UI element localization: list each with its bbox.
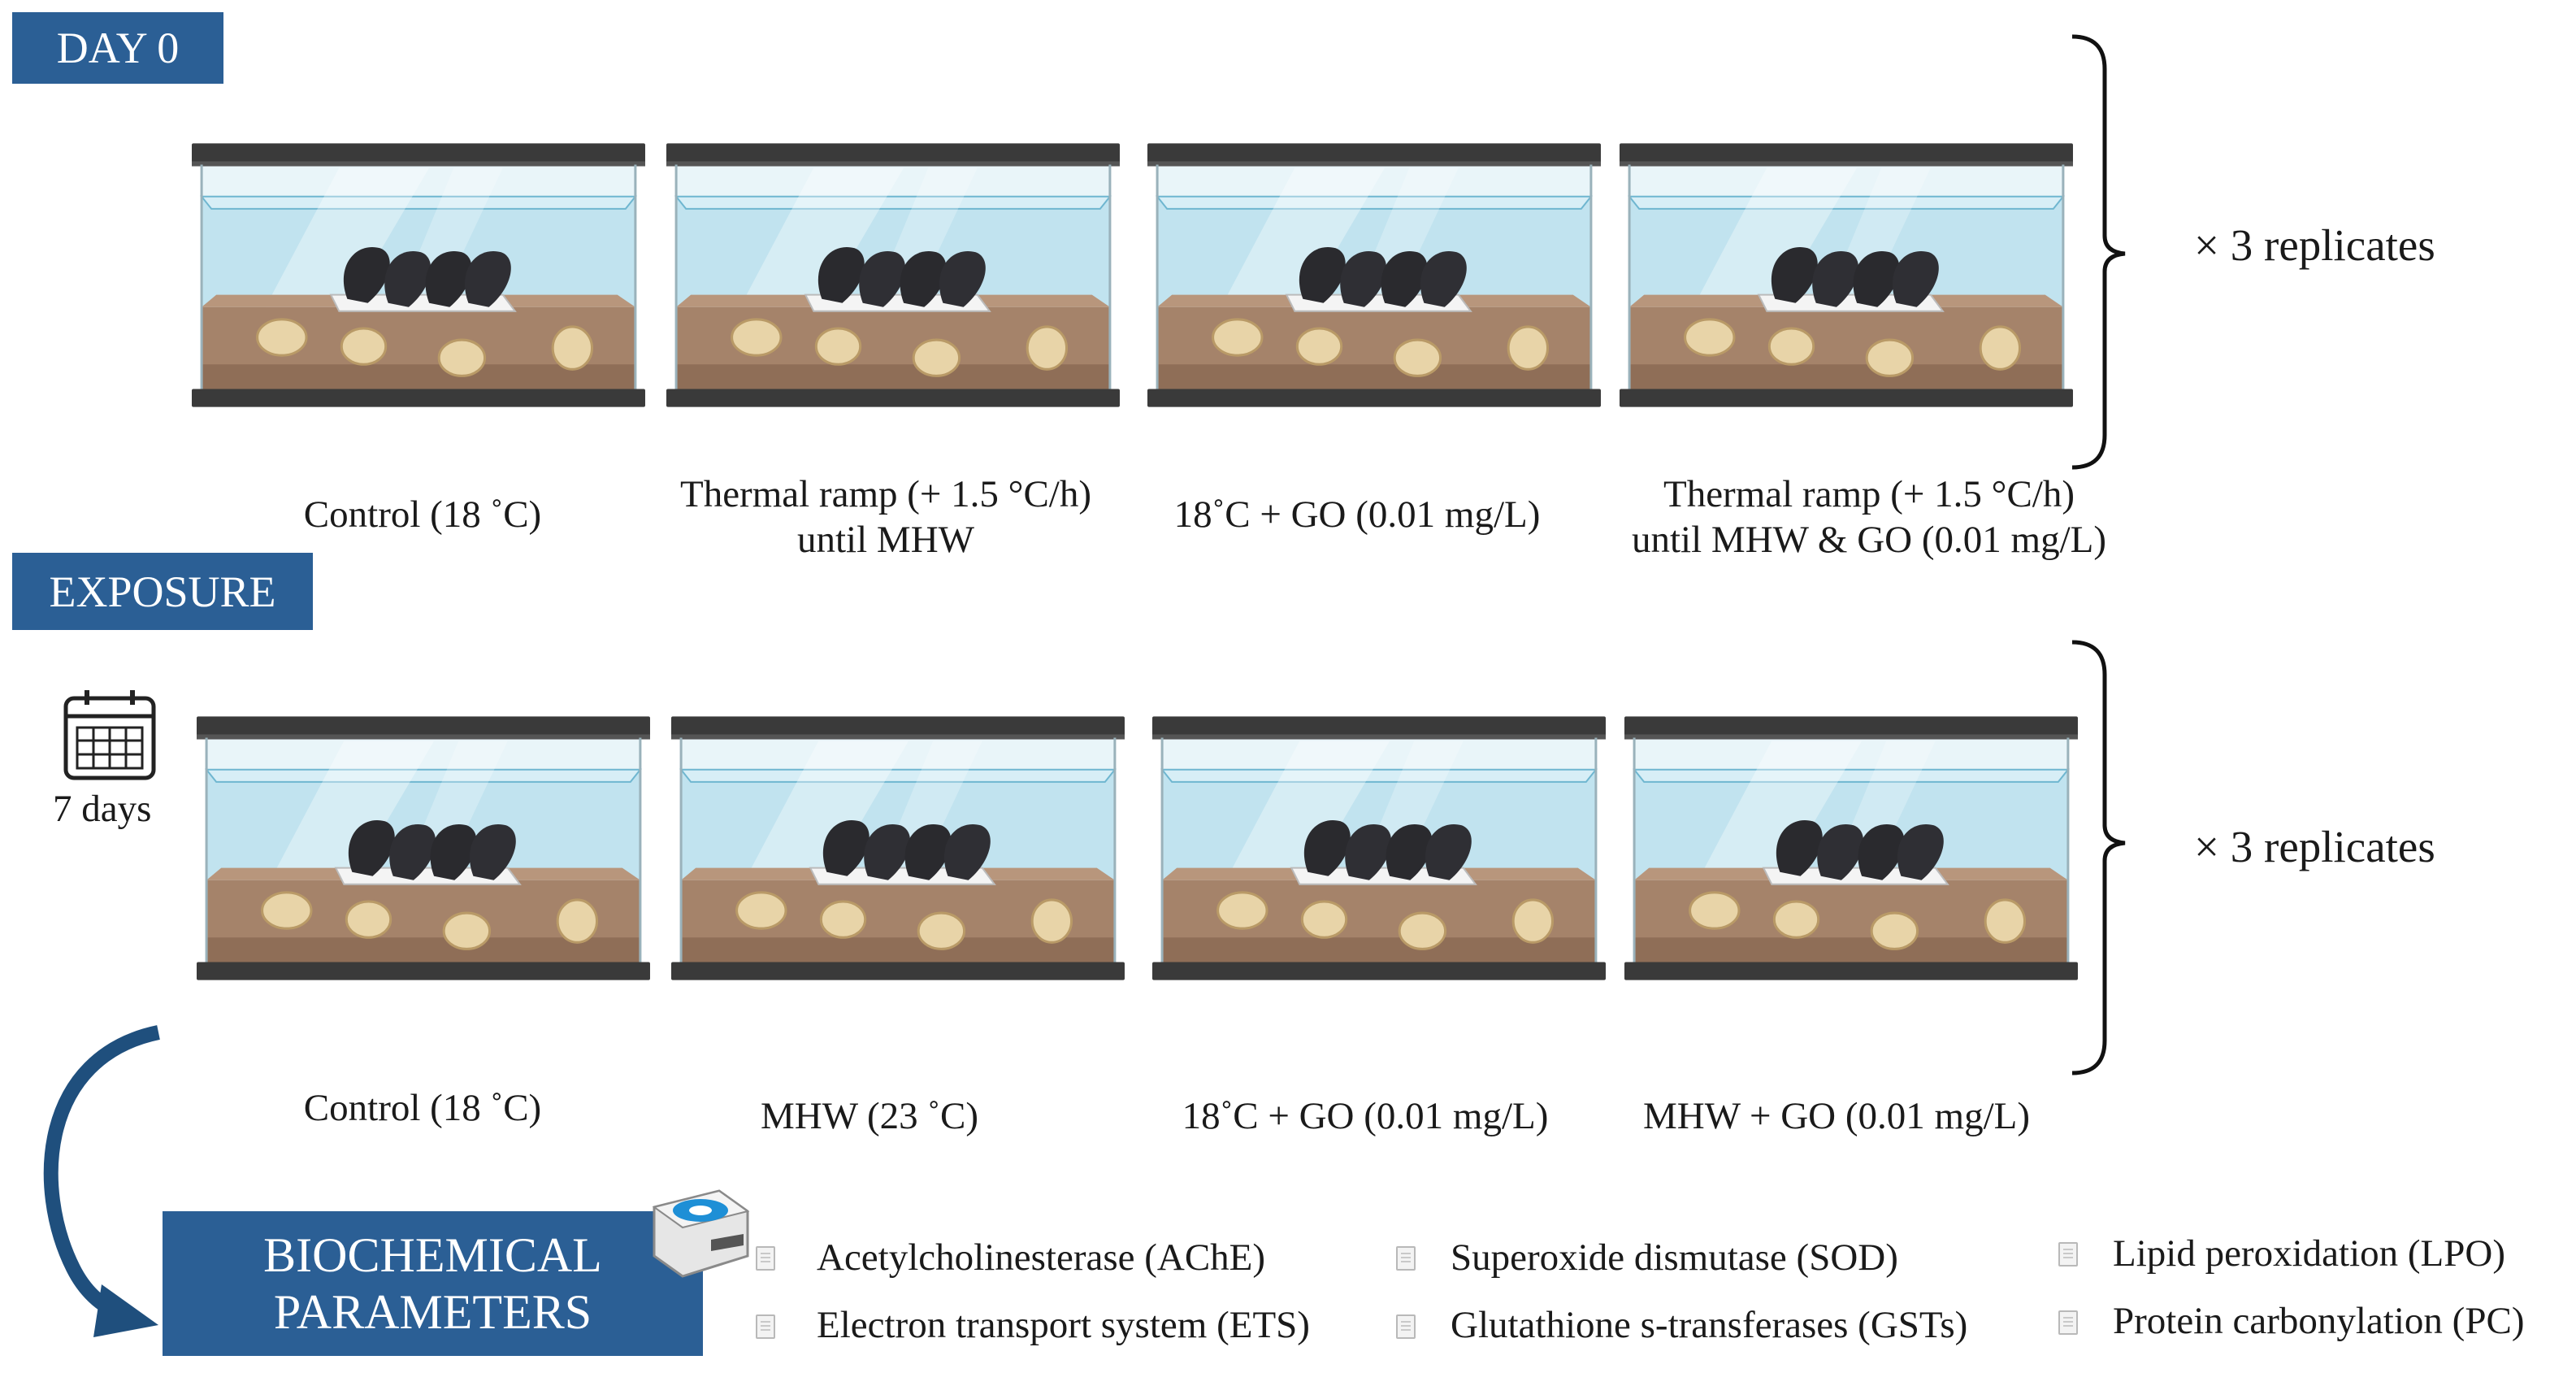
day0-caption-1: Control (18 ˚C): [211, 492, 634, 537]
caption-line: until MHW & GO (0.01 mg/L): [1632, 519, 2106, 561]
bullet-icon: [1396, 1314, 1416, 1339]
parameter-item: Acetylcholinesterase (AChE): [817, 1236, 1266, 1279]
exposure-banner: EXPOSURE: [12, 553, 313, 630]
biochem-line-1: BIOCHEMICAL: [263, 1228, 602, 1282]
aquarium-icon: [192, 141, 647, 409]
parameter-item: Lipid peroxidation (LPO): [2113, 1232, 2505, 1275]
bullet-icon: [1396, 1246, 1416, 1271]
caption-line: 18˚C + GO (0.01 mg/L): [1182, 1095, 1549, 1137]
bullet-icon: [756, 1246, 775, 1271]
aquarium-icon: [1152, 715, 1607, 982]
caption-line: Thermal ramp (+ 1.5 °C/h): [1663, 473, 2075, 515]
parameter-item: Protein carbonylation (PC): [2113, 1300, 2525, 1342]
plate-reader-icon: [652, 1189, 750, 1278]
biochem-line-2: PARAMETERS: [273, 1285, 592, 1339]
bullet-icon: [756, 1314, 775, 1339]
day0-caption-4: Thermal ramp (+ 1.5 °C/h) until MHW & GO…: [1576, 471, 2162, 563]
day0-caption-3: 18˚C + GO (0.01 mg/L): [1130, 492, 1585, 537]
aquarium-icon: [1147, 141, 1602, 409]
bullet-icon: [2058, 1310, 2078, 1335]
parameter-item: Glutathione s-transferases (GSTs): [1451, 1304, 1968, 1346]
biochemical-banner: BIOCHEMICAL PARAMETERS: [163, 1211, 703, 1356]
day0-label: DAY 0: [56, 24, 180, 72]
caption-line: Control (18 ˚C): [303, 493, 542, 536]
exposure-caption-4: MHW + GO (0.01 mg/L): [1593, 1093, 2080, 1139]
exposure-caption-2: MHW (23 ˚C): [658, 1093, 1081, 1139]
aquarium-icon: [671, 715, 1126, 982]
bullet-icon: [2058, 1242, 2078, 1267]
calendar-icon: [63, 690, 156, 780]
caption-line: 18˚C + GO (0.01 mg/L): [1173, 493, 1541, 536]
caption-line: MHW (23 ˚C): [760, 1095, 979, 1137]
aquarium-icon: [197, 715, 652, 982]
exposure-caption-3: 18˚C + GO (0.01 mg/L): [1138, 1093, 1593, 1139]
parameter-item: Electron transport system (ETS): [817, 1304, 1310, 1346]
parameter-item: Superoxide dismutase (SOD): [1451, 1236, 1898, 1279]
exposure-label: EXPOSURE: [49, 567, 276, 616]
curved-arrow-icon: [43, 1025, 160, 1337]
caption-line: Control (18 ˚C): [303, 1087, 542, 1129]
exposure-caption-1: Control (18 ˚C): [211, 1085, 634, 1131]
caption-line: MHW + GO (0.01 mg/L): [1642, 1095, 2030, 1137]
replicates-label-exposure: × 3 replicates: [2194, 822, 2435, 871]
aquarium-icon: [1620, 141, 2075, 409]
duration-label: 7 days: [53, 788, 152, 830]
aquarium-icon: [1624, 715, 2079, 982]
caption-line: Thermal ramp (+ 1.5 °C/h): [679, 473, 1092, 515]
aquarium-icon: [666, 141, 1121, 409]
day0-caption-2: Thermal ramp (+ 1.5 °C/h) until MHW: [634, 471, 1138, 563]
brace-icon: [2071, 34, 2126, 470]
brace-icon: [2071, 640, 2126, 1075]
day0-banner: DAY 0: [12, 12, 223, 84]
replicates-label-day0: × 3 replicates: [2194, 220, 2435, 270]
caption-line: until MHW: [796, 519, 975, 561]
